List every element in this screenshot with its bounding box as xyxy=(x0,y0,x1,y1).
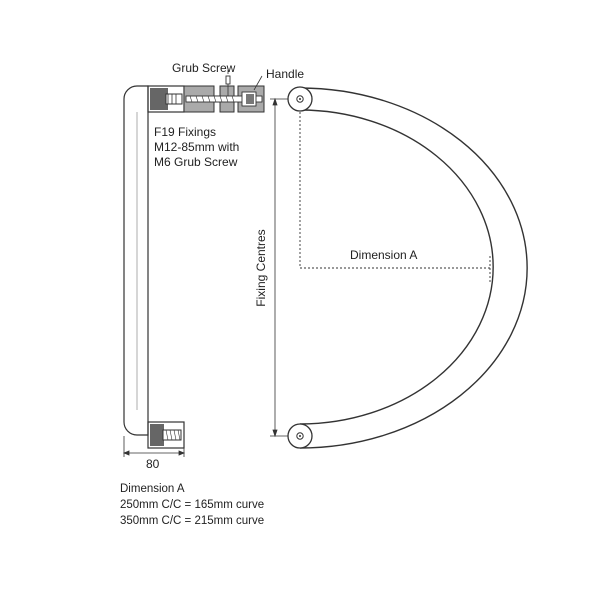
door-panel-section xyxy=(183,75,265,113)
spec-row-250: 250mm C/C = 165mm curve xyxy=(120,499,264,511)
spec-heading: Dimension A xyxy=(120,483,185,495)
side-view xyxy=(123,85,185,449)
width-dimension-label: 80 xyxy=(146,457,160,471)
side-view-top-bend xyxy=(123,85,149,436)
top-end-cap xyxy=(287,86,313,112)
fixings-note-line3: M6 Grub Screw xyxy=(154,155,238,169)
handle-leader xyxy=(253,75,263,91)
spec-row-350: 350mm C/C = 215mm curve xyxy=(120,515,264,527)
handle-outer-arc xyxy=(299,87,528,449)
dimension-a-spec: Dimension A 250mm C/C = 165mm curve 350m… xyxy=(120,483,264,527)
grub-screw-label: Grub Screw xyxy=(172,61,236,75)
fixing-centres-dimension xyxy=(270,97,288,438)
dimension-a-label: Dimension A xyxy=(350,248,417,262)
handle-inner-arc xyxy=(299,109,494,425)
handle-label: Handle xyxy=(266,67,304,81)
width-dimension xyxy=(122,436,186,457)
bottom-fixing-detail xyxy=(150,424,182,446)
fixing-centres-label: Fixing Centres xyxy=(254,229,268,306)
fixings-note-line1: F19 Fixings xyxy=(154,125,216,139)
bottom-end-cap xyxy=(287,423,313,449)
front-view xyxy=(299,87,528,449)
dimension-a-lines xyxy=(299,112,491,282)
bottom-fixing-block xyxy=(147,421,185,449)
fixings-note-line2: M12-85mm with xyxy=(154,140,239,154)
